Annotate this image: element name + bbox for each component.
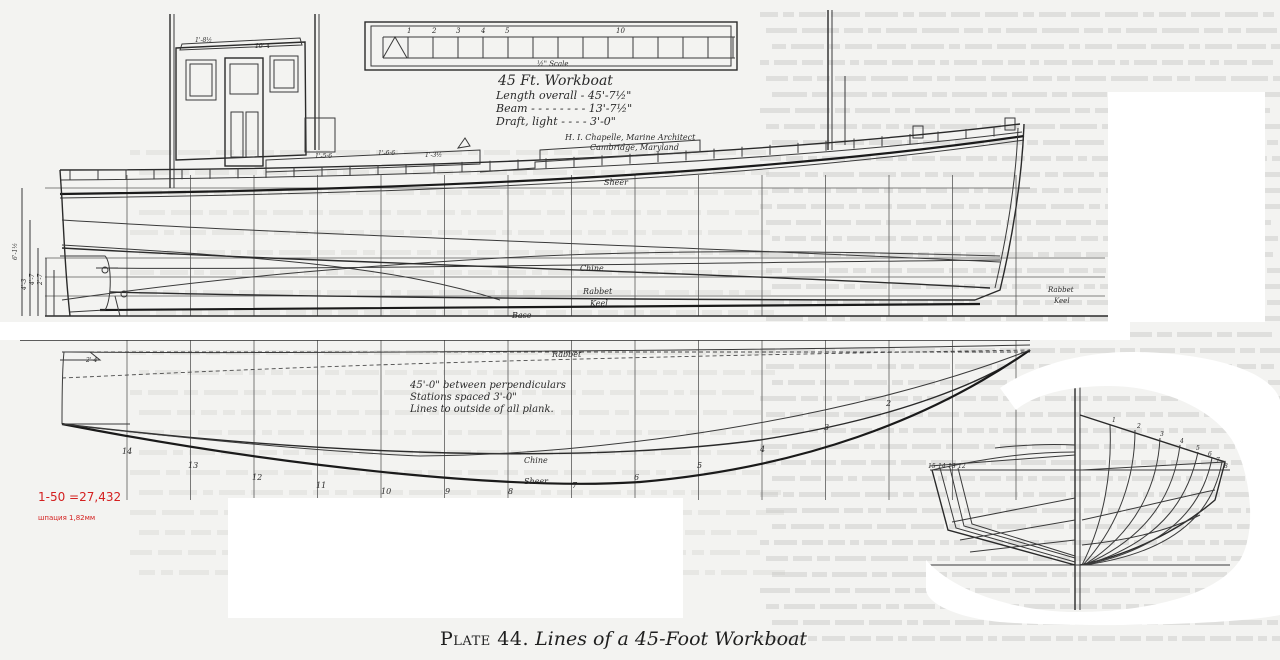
svg-text:4'-7: 4'-7 [29, 274, 36, 286]
plate-title: Lines of a 45-Foot Workboat [535, 628, 808, 650]
plan-labels: Rabbet Chine Sheer [524, 350, 582, 486]
body-station-fwd: 8 [1224, 463, 1228, 470]
note-stations: Stations spaced 3'-0" [410, 392, 517, 403]
spacing-annotation: шпация 1,82мм [38, 514, 96, 522]
scale-tick-label: 10 [616, 27, 625, 35]
station-number: 2 [885, 399, 891, 408]
station-grid [126, 175, 1017, 500]
body-station-aft: 15 [928, 463, 936, 470]
station-number: 12 [252, 473, 262, 482]
note-lines: Lines to outside of all plank. [409, 404, 554, 415]
notes: 45'-0" between perpendiculars Stations s… [409, 380, 566, 415]
svg-text:1'-6·6: 1'-6·6 [378, 150, 395, 157]
plate-caption: Plate 44. Lines of a 45-Foot Workboat [440, 628, 807, 650]
note-perpendiculars: 45'-0" between perpendiculars [409, 380, 566, 391]
deckhouse: 1'-8½ 10'-4 1'-5·6 1'-6·6 1'-3½ [169, 14, 481, 188]
spec-draft: Draft, light - - - - 3'-0" [495, 115, 616, 128]
station-number: 13 [188, 461, 198, 470]
left-dimensions: 6'-1½ 4'-3 4'-7 2'-7 [12, 188, 55, 316]
scale-tick-label: 2 [431, 27, 437, 35]
plan-label-sheer: Sheer [524, 477, 549, 486]
scale-tick-label: 5 [505, 27, 510, 35]
station-number: 8 [508, 487, 513, 496]
svg-text:4'-3: 4'-3 [21, 279, 28, 291]
half-breadth-plan: 2'-4 [60, 344, 1031, 485]
architect-name: H. I. Chapelle, Marine Architect [564, 133, 696, 142]
architect-location: Cambridge, Maryland [590, 143, 679, 152]
white-masks [0, 92, 1280, 626]
label-keel: Keel [589, 299, 608, 308]
svg-text:1'-8½: 1'-8½ [195, 37, 212, 44]
scale-tick-label: 3 [456, 27, 461, 35]
svg-text:6'-1½: 6'-1½ [12, 243, 19, 260]
station-number: 10 [381, 487, 391, 496]
svg-text:Rabbet: Rabbet [1047, 286, 1074, 294]
svg-text:2'-7: 2'-7 [37, 274, 44, 286]
label-rabbet: Rabbet [582, 287, 613, 296]
hull-profile [59, 123, 1025, 317]
plan-label-rabbet: Rabbet [551, 350, 582, 359]
svg-text:1'-5·6: 1'-5·6 [315, 153, 332, 160]
body-station-fwd: 6 [1208, 451, 1212, 458]
title-block: 45 Ft. Workboat Length overall - 45'-7½"… [495, 73, 696, 152]
spec-beam: Beam - - - - - - - - 13'-7½" [495, 102, 632, 115]
scale-tick-label: 1 [407, 27, 411, 35]
station-number: 6 [634, 473, 639, 482]
scale-annotation: 1-50 =27,432 [38, 490, 122, 504]
body-station-fwd: 1 [1112, 417, 1116, 424]
scale-tick-label: 4 [480, 27, 485, 35]
svg-text:2'-4: 2'-4 [85, 357, 97, 364]
svg-text:1'-3½: 1'-3½ [425, 152, 442, 159]
svg-text:Keel: Keel [1053, 297, 1070, 305]
station-number: 4 [759, 445, 765, 454]
scale-bar: 1 2 3 4 5 10 ½" Scale [364, 21, 738, 71]
forward-masts [827, 10, 1016, 150]
station-number: 7 [572, 481, 578, 490]
body-plan-labels: 15 14 13 12 1 2 3 4 5 6 7 8 [928, 417, 1228, 470]
label-chine: Chine [580, 264, 604, 273]
plan-label-chine: Chine [524, 456, 548, 465]
station-number: 9 [445, 487, 450, 496]
scale-bar-label: ½" Scale [537, 60, 569, 68]
body-station-aft: 14 [938, 463, 946, 470]
profile-labels: Sheer Chine Rabbet Keel Base Rabbet Keel [511, 178, 1074, 320]
body-station-fwd: 5 [1196, 445, 1200, 452]
station-number: 3 [824, 423, 829, 432]
body-station-fwd: 7 [1216, 457, 1220, 464]
svg-text:10'-4: 10'-4 [255, 43, 270, 50]
body-station-aft: 12 [958, 463, 966, 470]
drawing-title: 45 Ft. Workboat [497, 73, 613, 89]
label-sheer: Sheer [604, 178, 629, 187]
body-plan [929, 380, 1230, 610]
station-number: 5 [697, 461, 702, 470]
plate-number: Plate 44. [440, 628, 530, 650]
label-base: Base [511, 311, 532, 320]
body-station-fwd: 3 [1160, 431, 1164, 438]
spec-length: Length overall - 45'-7½" [495, 89, 631, 102]
body-station-fwd: 4 [1179, 438, 1184, 445]
station-numbers: 14 13 12 11 10 9 8 7 6 5 4 3 2 [122, 399, 891, 496]
body-station-fwd: 2 [1136, 423, 1141, 430]
body-station-aft: 13 [948, 463, 956, 470]
station-number: 11 [316, 481, 326, 490]
station-number: 14 [122, 447, 132, 456]
